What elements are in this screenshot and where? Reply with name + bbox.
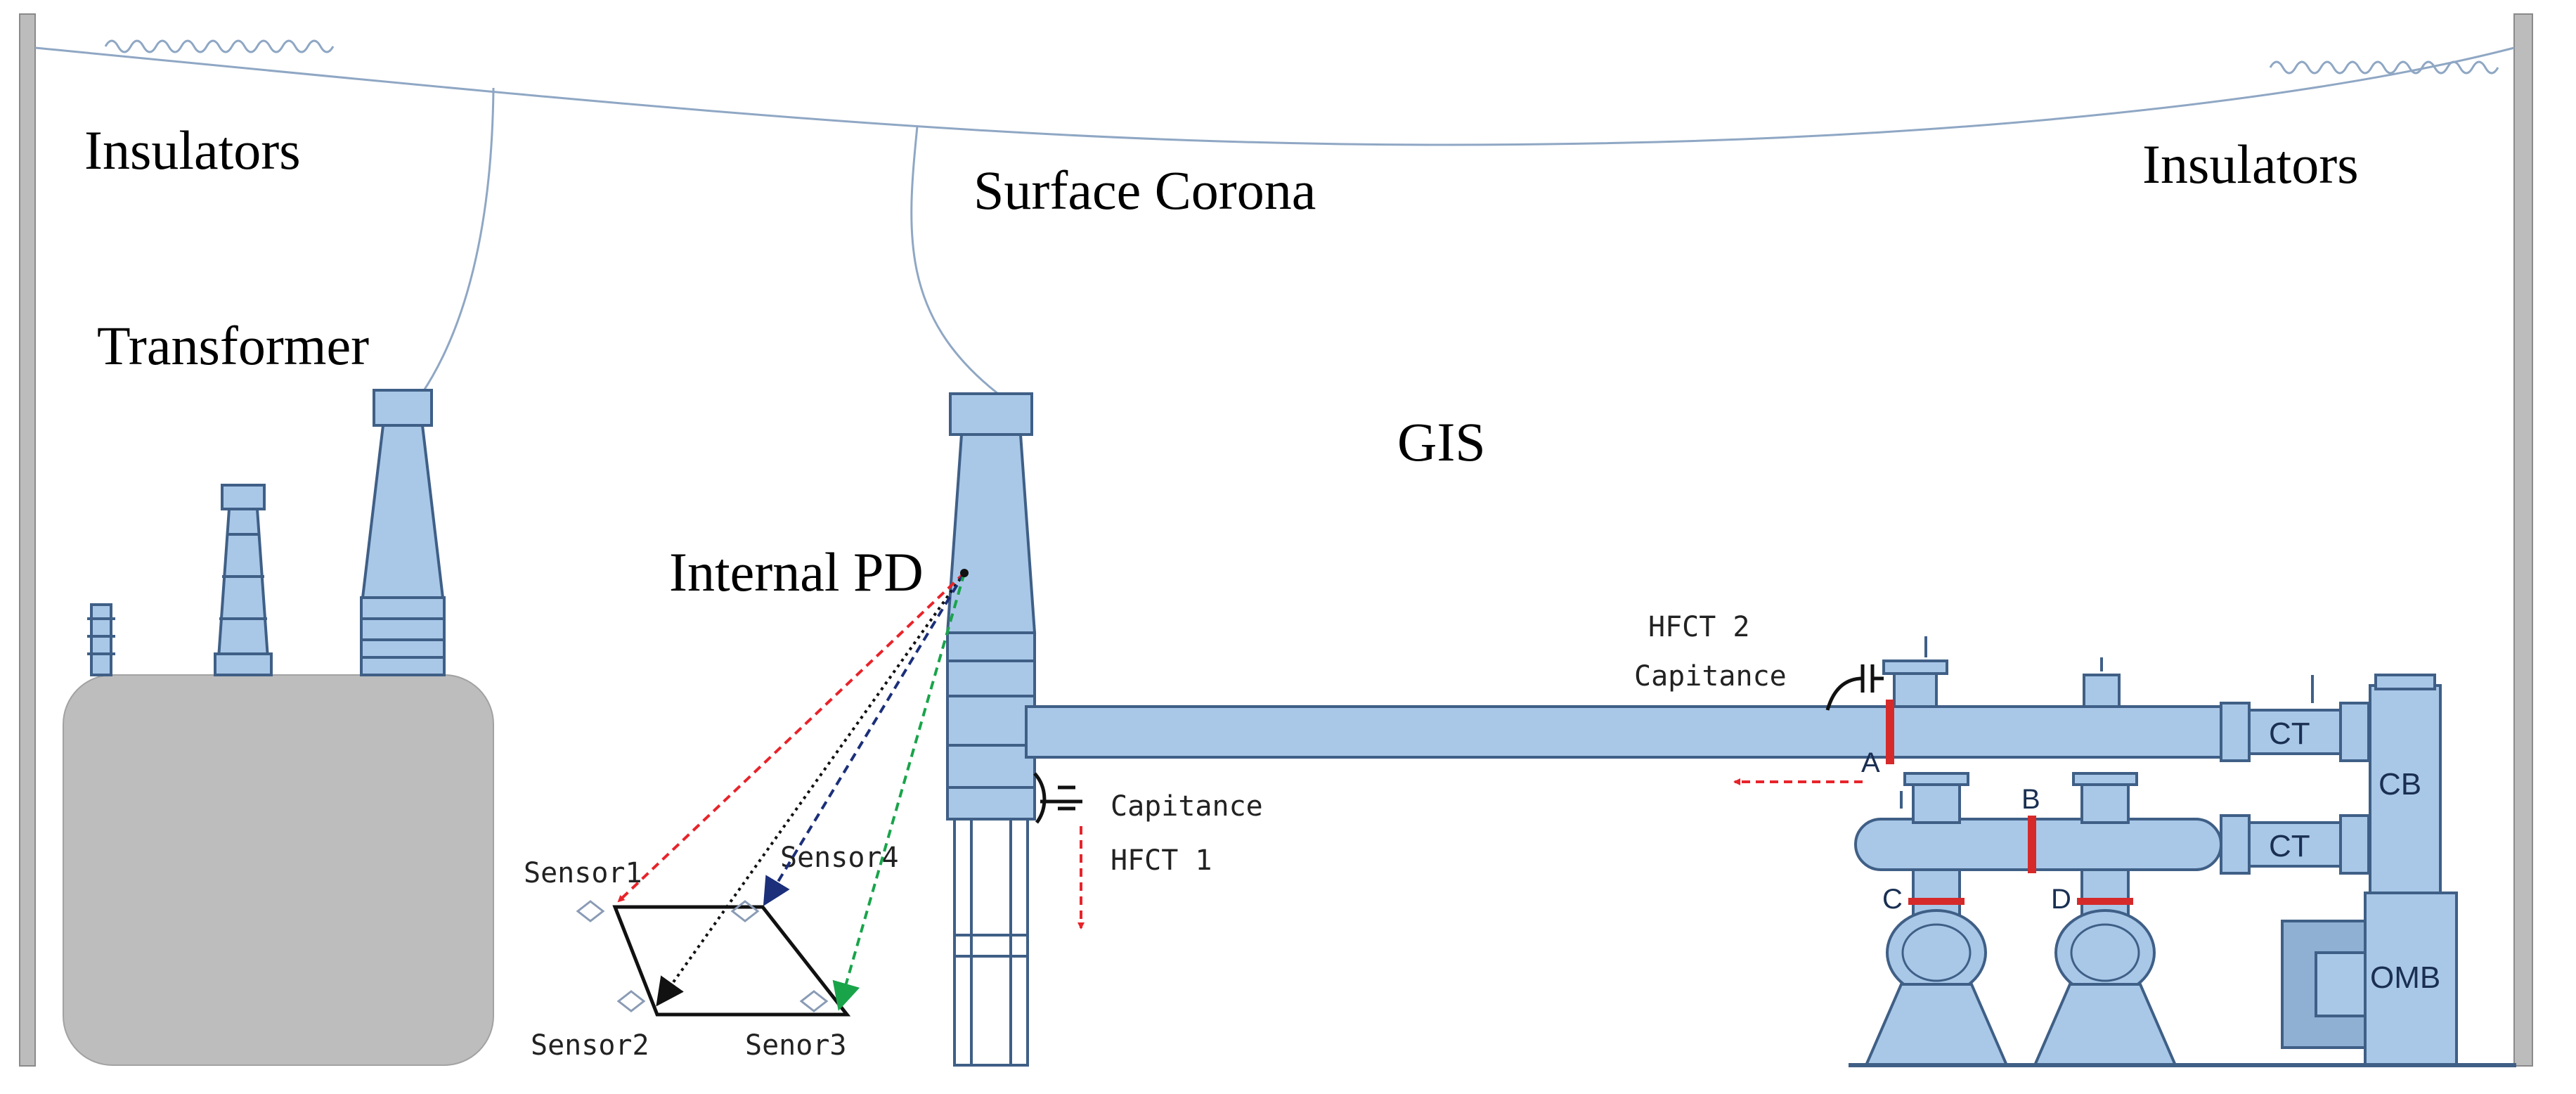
transformer-tank [63,674,494,1066]
capitance-top-label: Capitance [1634,660,1787,693]
gis-bushing [945,392,1037,1067]
motor-left [1863,909,2009,1067]
gis-lower-bus [1854,772,2370,920]
circuit-breaker: CB [2369,674,2442,894]
left-post [19,13,36,1067]
transformer-label: Transformer [97,315,369,376]
coupler-b [2028,816,2036,873]
sensor3-label: Senor3 [745,1029,847,1062]
small-bushing [87,603,115,676]
gis-bus [1025,636,2370,762]
drop-lead-gis [910,126,999,395]
coupler-c [1908,898,1965,905]
medium-bushing [214,484,273,676]
point-a-label: A [1861,747,1880,778]
motor-right [2032,909,2178,1067]
insulators-left-label: Insulators [84,120,301,181]
hfct1-label: HFCT 1 [1111,844,1212,877]
sensor4-label: Sensor4 [780,842,899,874]
arrow-to-sensor2 [656,572,966,1007]
insulator-string-right [2269,60,2499,75]
point-b-label: B [2021,784,2040,815]
internal-pd-label: Internal PD [669,541,924,603]
arrow-to-sensor4 [763,572,966,906]
cb-label: CB [2378,767,2421,802]
omb-label: OMB [2370,960,2440,995]
point-c-label: C [1882,884,1903,915]
coupler-d [2077,898,2133,905]
ct-bottom-label: CT [2269,829,2310,863]
tall-bushing [360,389,446,676]
overhead-conductor [34,46,2515,146]
drop-lead-transformer [420,87,495,394]
arrow-to-sensor1 [617,572,966,903]
insulator-string-left [104,39,335,53]
sensor4-marker [730,900,760,922]
capitance-bottom-label: Capitance [1111,790,1263,823]
sensor3-marker [799,990,829,1012]
ct-top-label: CT [2269,716,2310,751]
omb-unit: OMB [2281,892,2458,1067]
sensor1-label: Sensor1 [524,857,642,889]
capacitor-top-icon [1825,664,1884,711]
capacitor-bottom-icon [1033,772,1082,824]
coupler-a [1886,700,1894,764]
gis-label: GIS [1397,411,1486,472]
sensor2-label: Sensor2 [531,1029,649,1062]
sensor1-marker [576,900,605,922]
sensor-array [576,900,851,1017]
point-d-label: D [2051,884,2071,915]
ground-base [1849,1063,2516,1067]
right-post [2513,13,2533,1067]
hfct2-label: HFCT 2 [1648,611,1750,643]
sensor2-marker [616,990,646,1012]
surface-corona-label: Surface Corona [973,160,1316,221]
insulators-right-label: Insulators [2142,134,2359,195]
transformer [63,389,494,1066]
pd-source-point [960,569,969,577]
arrow-to-sensor3 [832,572,966,1011]
